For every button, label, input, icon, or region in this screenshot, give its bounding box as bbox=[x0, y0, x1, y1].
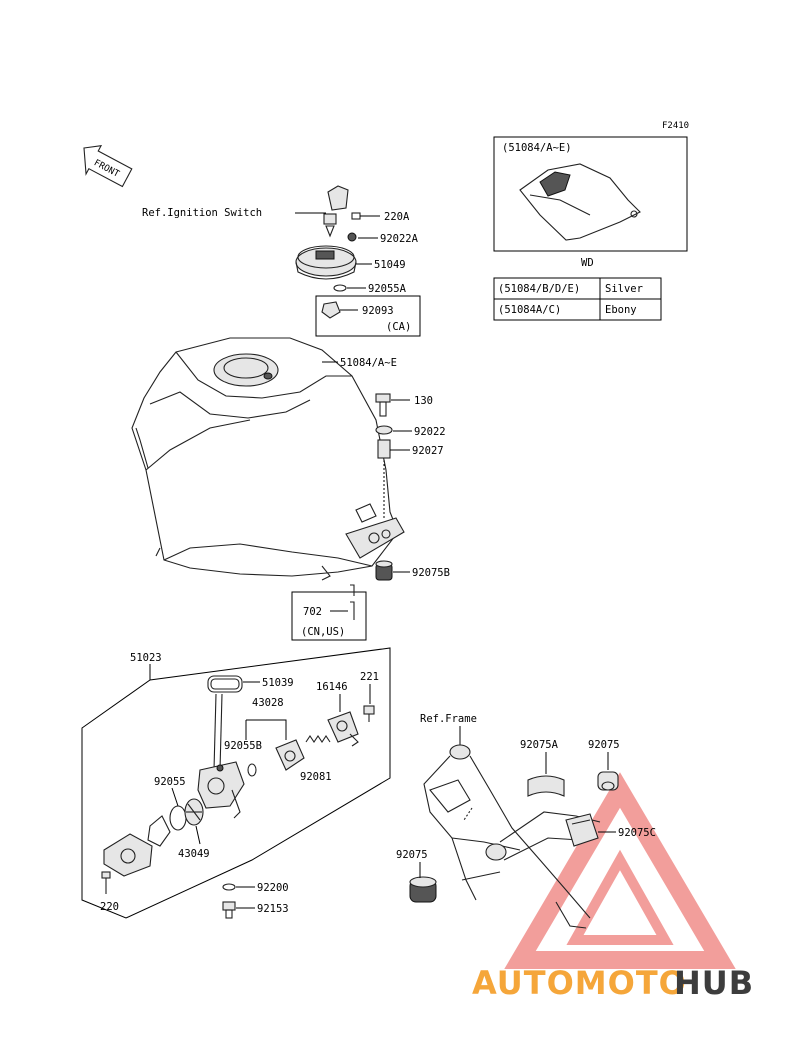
tap-flange-icon bbox=[103, 833, 153, 877]
frame-icon bbox=[423, 744, 601, 929]
label-ca: (CA) bbox=[386, 321, 411, 333]
label-51049: 51049 bbox=[374, 259, 406, 271]
label-92075-top: 92075 bbox=[588, 739, 620, 751]
oring-92055-icon bbox=[169, 805, 187, 831]
color-table-color-0: Silver bbox=[605, 283, 643, 295]
tap-plate-icon bbox=[147, 815, 171, 847]
bolt-220a-icon bbox=[351, 212, 380, 220]
oring-92055a-icon bbox=[333, 284, 347, 292]
nut-92093-icon bbox=[321, 301, 341, 319]
color-table: (51084/B/D/E) Silver (51084A/C) Ebony bbox=[493, 277, 662, 321]
inset-box bbox=[493, 136, 688, 252]
fuel-cap-51049-icon bbox=[295, 245, 357, 280]
ref-ignition-label: Ref.Ignition Switch bbox=[142, 207, 262, 219]
label-92055b: 92055B bbox=[224, 740, 262, 752]
label-92153: 92153 bbox=[257, 903, 289, 915]
washer-92022-icon bbox=[375, 425, 393, 435]
spring-icon bbox=[305, 735, 331, 743]
label-16146: 16146 bbox=[316, 681, 348, 693]
bolt-130-icon bbox=[375, 393, 391, 417]
damper-92075-top-icon bbox=[597, 771, 619, 791]
label-92055a: 92055A bbox=[368, 283, 407, 295]
washer-92200-icon bbox=[222, 883, 236, 891]
label-51084: 51084/A~E bbox=[340, 357, 397, 369]
diaphragm-92081-icon bbox=[275, 739, 305, 771]
label-92200: 92200 bbox=[257, 882, 289, 894]
lever-16146-icon bbox=[327, 711, 359, 747]
label-92075b: 92075B bbox=[412, 567, 450, 579]
oring-92055b-icon bbox=[247, 763, 257, 777]
label-92055: 92055 bbox=[154, 776, 186, 788]
figure-code: F2410 bbox=[662, 121, 689, 131]
screw-221-icon bbox=[363, 705, 375, 722]
label-130: 130 bbox=[414, 395, 433, 407]
label-51039: 51039 bbox=[262, 677, 294, 689]
label-220: 220 bbox=[100, 901, 119, 913]
box-92093 bbox=[315, 295, 421, 337]
collar-92027-icon bbox=[377, 439, 391, 459]
label-92075-left: 92075 bbox=[396, 849, 428, 861]
box-702 bbox=[291, 591, 367, 641]
washer-92022a-icon bbox=[347, 232, 357, 242]
damper-92075-left-icon bbox=[409, 876, 437, 903]
label-43049: 43049 bbox=[178, 848, 210, 860]
ignition-key-parts bbox=[323, 185, 349, 238]
inset-caption: WD bbox=[581, 257, 594, 269]
label-51023: 51023 bbox=[130, 652, 162, 664]
label-702: 702 bbox=[303, 606, 322, 618]
color-table-code-0: (51084/B/D/E) bbox=[498, 283, 580, 295]
label-92075c: 92075C bbox=[618, 827, 656, 839]
fuel-tap-pipe-icon bbox=[197, 693, 245, 819]
color-table-color-1: Ebony bbox=[605, 304, 637, 316]
front-arrow: FRONT bbox=[83, 145, 133, 188]
damper-92075c-icon bbox=[565, 813, 599, 847]
label-92022: 92022 bbox=[414, 426, 446, 438]
screw-220-icon bbox=[101, 871, 111, 894]
damper-92075a-icon bbox=[527, 775, 565, 797]
svg-text:HUB: HUB bbox=[674, 964, 754, 1002]
damper-92075b-icon bbox=[375, 560, 393, 581]
label-43028: 43028 bbox=[252, 697, 284, 709]
box-51023 bbox=[81, 647, 391, 919]
label-92075a: 92075A bbox=[520, 739, 559, 751]
bolt-92153-icon bbox=[222, 901, 236, 919]
color-table-code-1: (51084A/C) bbox=[498, 304, 561, 316]
label-221: 221 bbox=[360, 671, 379, 683]
watermark-logo: AUTOMOTO HUB bbox=[472, 964, 754, 1002]
gasket-51039-icon bbox=[207, 675, 243, 693]
label-92081: 92081 bbox=[300, 771, 332, 783]
label-92022a: 92022A bbox=[380, 233, 419, 245]
watermark-triangle bbox=[504, 772, 736, 969]
fuel-tank-51084-icon bbox=[131, 337, 405, 581]
label-ref-frame: Ref.Frame bbox=[420, 713, 477, 725]
label-92027: 92027 bbox=[412, 445, 444, 457]
label-92093: 92093 bbox=[362, 305, 394, 317]
label-220a: 220A bbox=[384, 211, 410, 223]
label-cnus: (CN,US) bbox=[301, 626, 345, 638]
filter-43049-icon bbox=[184, 798, 204, 826]
inset-tank-shroud bbox=[519, 163, 641, 241]
inset-title: (51084/A~E) bbox=[502, 142, 572, 154]
svg-text:AUTOMOTO: AUTOMOTO bbox=[472, 964, 687, 1002]
